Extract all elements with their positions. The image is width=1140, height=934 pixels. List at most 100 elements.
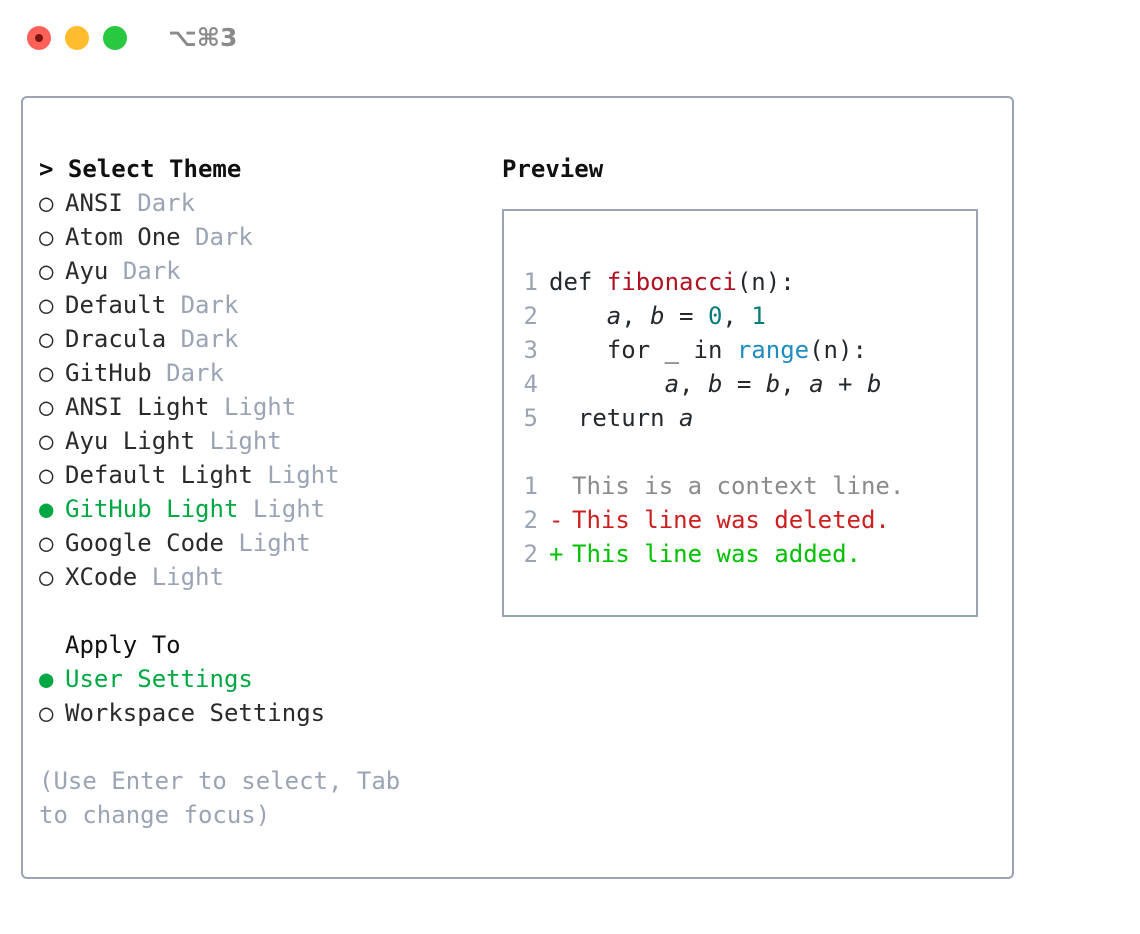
theme-variant-tag: Dark — [180, 325, 239, 353]
theme-option[interactable]: ○GitHub Dark — [39, 356, 479, 390]
code-token-plain: (n): — [736, 268, 795, 296]
maximize-button-icon[interactable] — [103, 26, 127, 50]
diff-line: 2+This line was added. — [522, 537, 970, 571]
theme-option[interactable]: ○Atom One Dark — [39, 220, 479, 254]
code-line: 2 a, b = 0, 1 — [522, 299, 970, 333]
theme-variant-tag: Light — [209, 427, 282, 455]
theme-option-label: Ayu — [65, 257, 109, 285]
code-token-plain: = — [722, 370, 766, 398]
theme-option-label: GitHub — [65, 359, 152, 387]
radio-unselected-icon[interactable]: ○ — [39, 291, 54, 319]
theme-label-gap — [253, 461, 267, 489]
diff-sign: - — [549, 506, 564, 534]
line-number: 2 — [523, 302, 538, 330]
theme-label-gap — [195, 427, 209, 455]
theme-picker-column: > Select Theme ○ANSI Dark○Atom One Dark○… — [39, 152, 479, 832]
diff-line: 1 This is a context line. — [522, 469, 970, 503]
theme-option[interactable]: ○ANSI Dark — [39, 186, 479, 220]
theme-option-label: Default — [65, 291, 167, 319]
code-token-var: a — [606, 302, 622, 330]
caret-icon: > — [39, 155, 54, 183]
spacer — [39, 594, 479, 628]
code-token-var: a — [664, 370, 680, 398]
theme-option[interactable]: ○ Default Dark — [39, 288, 479, 322]
theme-option[interactable]: ○XCode Light — [39, 560, 479, 594]
theme-variant-tag: Light — [267, 461, 340, 489]
radio-unselected-icon[interactable]: ○ — [39, 529, 54, 557]
theme-label-gap — [166, 291, 180, 319]
radio-unselected-icon[interactable]: ○ — [39, 461, 54, 489]
code-token-var: b — [650, 302, 665, 330]
diff-line-text: This is a context line. — [572, 472, 905, 500]
code-token-var: b — [707, 370, 723, 398]
apply-to-option[interactable]: ○ Workspace Settings — [39, 696, 479, 730]
theme-option-label: ANSI — [65, 189, 123, 217]
theme-option[interactable]: ○ Ayu Light Light — [39, 424, 479, 458]
theme-variant-tag: Light — [151, 563, 224, 591]
theme-variant-tag: Dark — [180, 291, 239, 319]
code-token-plain: = — [664, 302, 708, 330]
theme-label-gap — [166, 325, 180, 353]
theme-option[interactable]: ○ Google Code Light — [39, 526, 479, 560]
theme-option-label: Google Code — [65, 529, 224, 557]
theme-variant-tag: Dark — [195, 223, 253, 251]
theme-variant-tag: Dark — [122, 257, 181, 285]
diff-sign: + — [549, 540, 564, 568]
code-line: 4 a, b = b, a + b — [522, 367, 970, 401]
code-token-fn: fibonacci — [606, 268, 737, 296]
preview-title: Preview — [502, 155, 604, 183]
keyboard-shortcut-label: ⌥⌘3 — [168, 23, 238, 52]
radio-unselected-icon[interactable]: ○ — [39, 563, 54, 591]
theme-list: ○ANSI Dark○Atom One Dark○Ayu Dark○Defaul… — [39, 186, 479, 594]
theme-option-label: Ayu Light — [65, 427, 196, 455]
code-token-plain: for _ in — [549, 336, 737, 364]
diff-line-number: 1 — [523, 472, 538, 500]
radio-unselected-icon[interactable]: ○ — [39, 699, 54, 727]
theme-option[interactable]: ○ ANSI Light Light — [39, 390, 479, 424]
radio-unselected-icon[interactable]: ○ — [39, 427, 54, 455]
radio-unselected-icon[interactable]: ○ — [39, 393, 54, 421]
theme-option-label: ANSI Light — [65, 393, 210, 421]
apply-to-option-label: Workspace Settings — [65, 699, 326, 727]
select-theme-header: > Select Theme — [39, 152, 479, 186]
radio-selected-icon[interactable]: ● — [39, 665, 54, 693]
diff-line-text: This line was added. — [572, 540, 861, 568]
select-theme-title — [53, 155, 67, 183]
theme-variant-tag: Light — [252, 495, 326, 523]
code-token-plain: return — [549, 404, 680, 432]
minimize-button-icon[interactable] — [65, 26, 89, 50]
theme-label-gap — [123, 189, 137, 217]
theme-option-label: Dracula — [65, 325, 167, 353]
theme-option[interactable]: ●GitHub Light Light — [39, 492, 479, 526]
radio-unselected-icon[interactable]: ○ — [39, 189, 54, 217]
code-line: 5 return a — [522, 401, 970, 435]
theme-label-gap — [224, 529, 238, 557]
radio-unselected-icon[interactable]: ○ — [39, 359, 54, 387]
code-token-var: a — [809, 370, 824, 398]
close-button-icon[interactable] — [27, 26, 51, 50]
theme-label-gap — [152, 359, 166, 387]
radio-selected-icon[interactable]: ● — [39, 495, 54, 523]
apply-to-list: ●User Settings ○ Workspace Settings — [39, 662, 479, 730]
radio-unselected-icon[interactable]: ○ — [39, 223, 54, 251]
radio-unselected-icon[interactable]: ○ — [39, 257, 54, 285]
theme-option[interactable]: ○ Ayu Dark — [39, 254, 479, 288]
code-token-var: b — [765, 370, 781, 398]
code-token-plain: , — [679, 370, 708, 398]
code-token-num: 1 — [751, 302, 766, 330]
theme-option[interactable]: ○Default Light Light — [39, 458, 479, 492]
theme-variant-tag: Light — [223, 393, 297, 421]
code-diff-spacer — [522, 435, 970, 469]
diff-line-number: 2 — [523, 506, 538, 534]
diff-line: 2-This line was deleted. — [522, 503, 970, 537]
theme-option[interactable]: ○ Dracula Dark — [39, 322, 479, 356]
apply-to-option[interactable]: ●User Settings — [39, 662, 479, 696]
radio-unselected-icon[interactable]: ○ — [39, 325, 54, 353]
diff-lines: 1 This is a context line.2-This line was… — [522, 469, 970, 571]
theme-variant-tag: Light — [238, 529, 311, 557]
line-number: 1 — [523, 268, 538, 296]
